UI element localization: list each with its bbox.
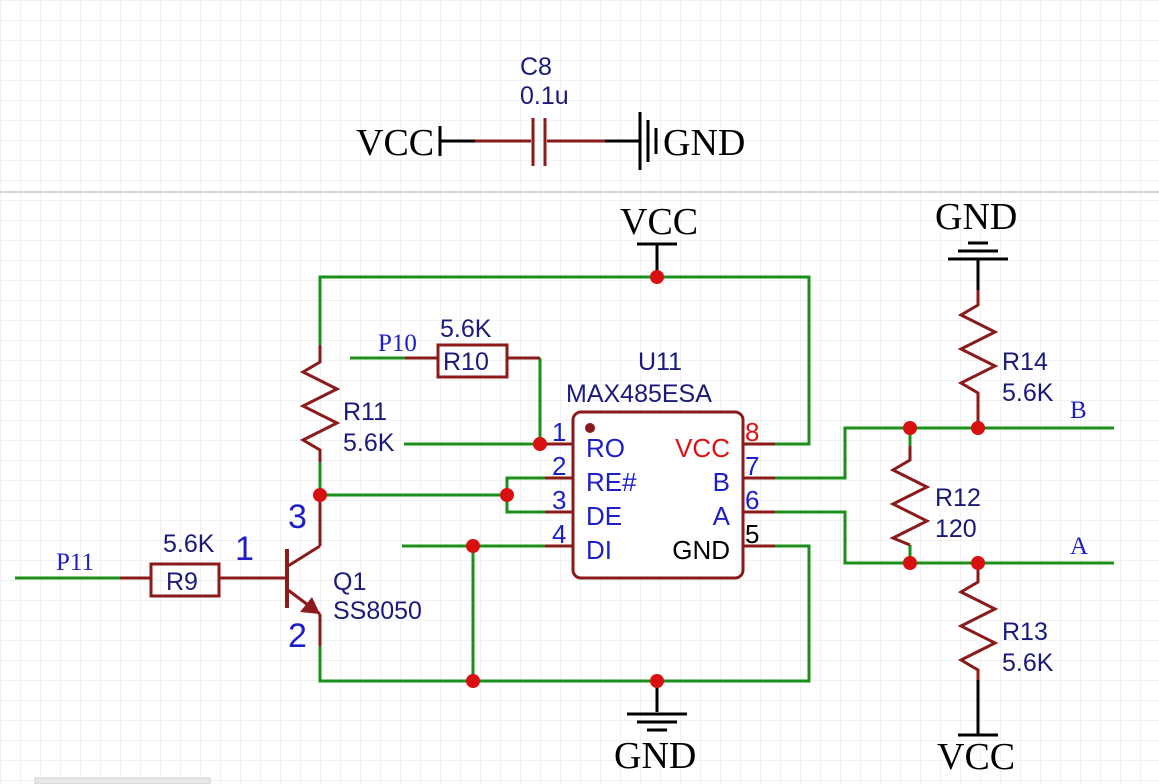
r11-value: 5.6K <box>343 429 395 457</box>
net-label-a: A <box>1070 533 1088 560</box>
q1-pin-collector: 3 <box>288 498 307 536</box>
gnd-label-bottom: GND <box>614 735 696 777</box>
u11-pin-num-5: 5 <box>745 519 759 549</box>
resistor-r12[interactable]: R12 120 <box>889 446 981 547</box>
u11-pin-name-re: RE# <box>586 467 637 497</box>
u11-pin-name-de: DE <box>586 501 622 531</box>
resistor-r10[interactable]: R10 5.6K <box>405 315 540 379</box>
junction-dot <box>650 674 664 688</box>
pin1-marker-icon <box>585 423 595 433</box>
horizontal-scrollbar[interactable] <box>34 777 211 784</box>
junction-dot <box>971 556 985 570</box>
junctions <box>313 270 985 688</box>
vcc-symbol-right: VCC <box>937 733 1015 778</box>
vcc-label-top: VCC <box>620 201 698 243</box>
q1-part: SS8050 <box>333 597 422 625</box>
gnd-symbol-cap: GND <box>638 112 745 170</box>
vcc-label-right: VCC <box>937 736 1015 778</box>
gnd-symbol-right: GND <box>935 196 1017 261</box>
r10-value: 5.6K <box>440 315 492 343</box>
transistor-q1[interactable]: 1 3 2 Q1 SS8050 <box>235 495 422 655</box>
u11-pin-num-8: 8 <box>745 417 759 447</box>
vcc-symbol-top: VCC <box>620 201 698 246</box>
u11-pin-name-ro: RO <box>586 433 625 463</box>
junction-dot <box>903 421 917 435</box>
r9-value: 5.6K <box>163 530 215 558</box>
ic-u11[interactable]: U11 MAX485ESA 1 2 3 4 RO RE# DE DI 8 7 6… <box>545 348 775 580</box>
r10-ref: R10 <box>443 348 489 376</box>
resistor-r11[interactable]: R11 5.6K <box>299 345 395 495</box>
junction-dot <box>466 539 480 553</box>
wires <box>15 275 1114 683</box>
r14-value: 5.6K <box>1002 379 1054 407</box>
net-label-b: B <box>1070 397 1087 424</box>
u11-pin-name-di: DI <box>586 535 612 565</box>
junction-dot <box>903 556 917 570</box>
u11-ref: U11 <box>638 348 682 376</box>
c8-value: 0.1u <box>520 82 569 110</box>
vcc-symbol-cap: VCC <box>356 122 442 164</box>
u11-pin-name-vcc: VCC <box>675 433 730 463</box>
r9-ref: R9 <box>166 568 198 596</box>
net-label-p11: P11 <box>56 549 94 576</box>
r14-ref: R14 <box>1002 348 1048 376</box>
u11-pin-num-3: 3 <box>552 485 566 515</box>
r13-value: 5.6K <box>1002 649 1054 677</box>
r12-ref: R12 <box>935 484 981 512</box>
u11-pin-num-4: 4 <box>552 519 566 549</box>
q1-pin-emitter: 2 <box>288 617 307 655</box>
gnd-label-right: GND <box>935 196 1017 238</box>
emitter-arrow-icon <box>300 597 320 614</box>
u11-pin-name-a: A <box>713 501 731 531</box>
junction-dot <box>466 674 480 688</box>
vcc-label-cap: VCC <box>356 122 434 164</box>
u11-pin-name-b: B <box>713 467 730 497</box>
u11-pin-num-2: 2 <box>552 451 566 481</box>
u11-pin-num-7: 7 <box>745 451 759 481</box>
r11-ref: R11 <box>343 398 387 426</box>
junction-dot <box>971 421 985 435</box>
net-label-p10: P10 <box>378 330 417 357</box>
r13-ref: R13 <box>1002 618 1048 646</box>
gnd-symbol-bottom: GND <box>614 712 696 777</box>
capacitor-c8[interactable]: C8 0.1u <box>440 53 640 166</box>
gnd-label-cap: GND <box>663 122 745 164</box>
junction-dot <box>313 488 327 502</box>
q1-pin-base: 1 <box>235 530 254 568</box>
junction-dot <box>650 270 664 284</box>
resistor-r9[interactable]: R9 5.6K <box>120 530 255 598</box>
r12-value: 120 <box>935 515 977 543</box>
u11-part: MAX485ESA <box>566 380 712 408</box>
u11-pin-name-gnd: GND <box>672 535 730 565</box>
resistor-r14[interactable]: R14 5.6K <box>957 290 1054 428</box>
junction-dot <box>500 488 514 502</box>
q1-ref: Q1 <box>333 568 366 596</box>
c8-ref: C8 <box>520 53 552 81</box>
u11-pin-num-6: 6 <box>745 485 759 515</box>
resistor-r13[interactable]: R13 5.6K <box>957 563 1054 680</box>
u11-pin-num-1: 1 <box>552 417 566 447</box>
junction-dot <box>533 437 547 451</box>
